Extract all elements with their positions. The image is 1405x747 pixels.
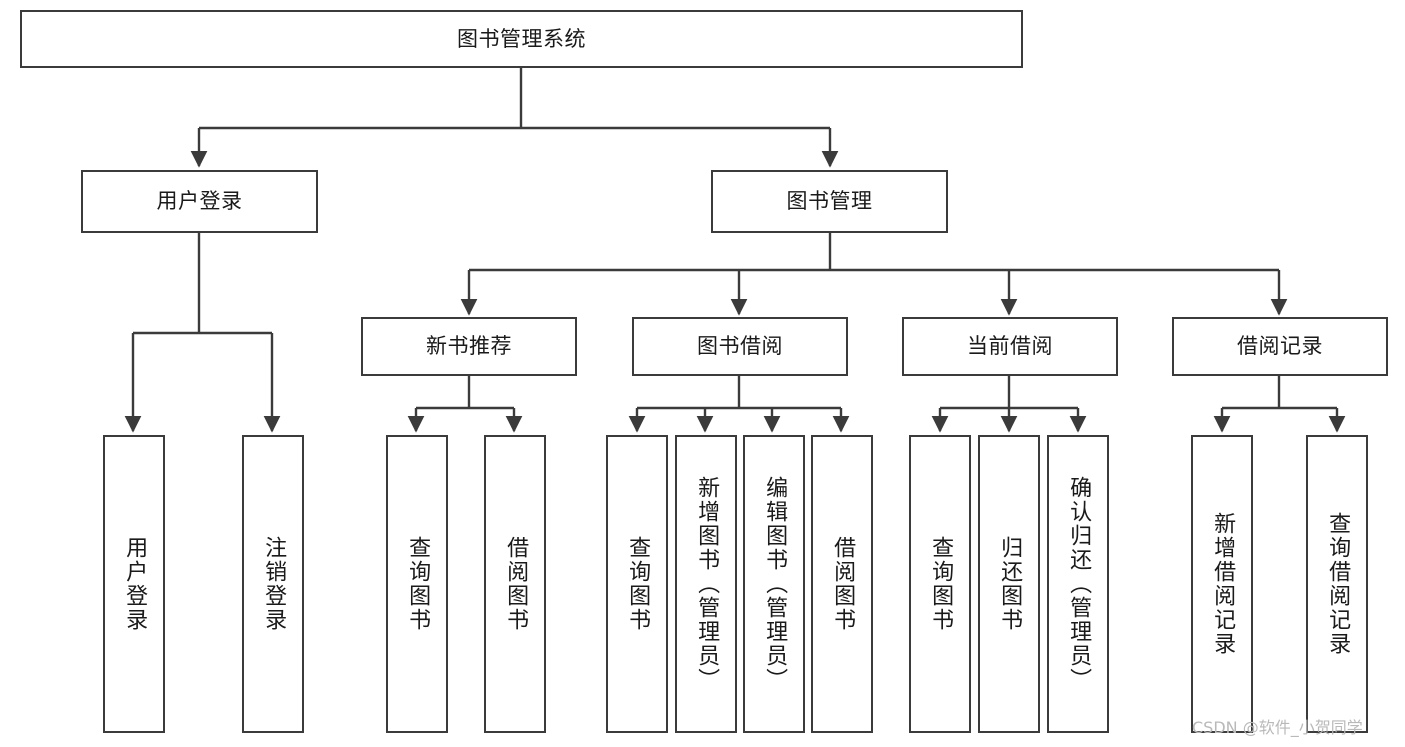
- leaf-edit-book-admin[interactable]: 编辑图书（管理员）: [743, 435, 805, 733]
- node-label: 新增图书（管理员）: [694, 476, 720, 692]
- node-new-book-recommendation[interactable]: 新书推荐: [361, 317, 577, 376]
- node-label: 借阅图书: [503, 536, 529, 632]
- node-current-borrowing[interactable]: 当前借阅: [902, 317, 1118, 376]
- node-user-login[interactable]: 用户登录: [81, 170, 318, 233]
- node-label: 图书借阅: [697, 334, 783, 359]
- node-label: 借阅图书: [830, 536, 856, 632]
- node-label: 用户登录: [122, 536, 148, 632]
- node-book-management[interactable]: 图书管理: [711, 170, 948, 233]
- node-label: 图书管理系统: [457, 26, 586, 51]
- node-label: 新增借阅记录: [1210, 512, 1236, 656]
- node-label: 确认归还（管理员）: [1066, 476, 1092, 692]
- leaf-query-book-newbook[interactable]: 查询图书: [386, 435, 448, 733]
- leaf-add-book-admin[interactable]: 新增图书（管理员）: [675, 435, 737, 733]
- node-label: 编辑图书（管理员）: [762, 476, 788, 692]
- node-label: 查询图书: [405, 536, 431, 632]
- leaf-user-login[interactable]: 用户登录: [103, 435, 165, 733]
- node-label: 当前借阅: [967, 334, 1053, 359]
- leaf-borrow-book-newbook[interactable]: 借阅图书: [484, 435, 546, 733]
- leaf-confirm-return-admin[interactable]: 确认归还（管理员）: [1047, 435, 1109, 733]
- leaf-query-book-borrow[interactable]: 查询图书: [606, 435, 668, 733]
- leaf-query-borrow-record[interactable]: 查询借阅记录: [1306, 435, 1368, 733]
- leaf-return-book[interactable]: 归还图书: [978, 435, 1040, 733]
- node-label: 查询图书: [928, 536, 954, 632]
- node-label: 注销登录: [261, 536, 287, 632]
- node-borrowing-record[interactable]: 借阅记录: [1172, 317, 1388, 376]
- node-label: 归还图书: [997, 536, 1023, 632]
- leaf-add-borrow-record[interactable]: 新增借阅记录: [1191, 435, 1253, 733]
- leaf-borrow-book[interactable]: 借阅图书: [811, 435, 873, 733]
- node-label: 图书管理: [786, 189, 873, 214]
- csdn-watermark: CSDN @软件_小贺同学: [1192, 718, 1363, 737]
- node-label: 用户登录: [156, 189, 243, 214]
- node-label: 新书推荐: [426, 334, 512, 359]
- leaf-query-book-current[interactable]: 查询图书: [909, 435, 971, 733]
- node-book-borrowing[interactable]: 图书借阅: [632, 317, 848, 376]
- node-root-book-management-system[interactable]: 图书管理系统: [20, 10, 1023, 68]
- node-label: 查询图书: [625, 536, 651, 632]
- node-label: 借阅记录: [1237, 334, 1323, 359]
- node-label: 查询借阅记录: [1325, 512, 1351, 656]
- leaf-logout-login[interactable]: 注销登录: [242, 435, 304, 733]
